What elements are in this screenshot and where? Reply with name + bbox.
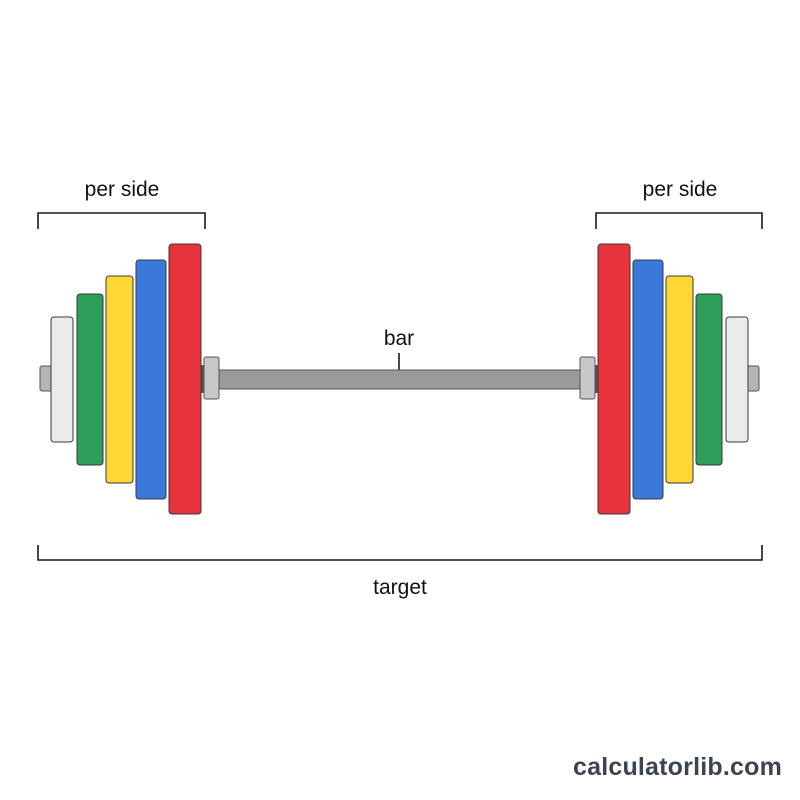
right-plate-green <box>695 293 723 466</box>
left-plate-red <box>168 243 202 515</box>
right-per-side-bracket <box>595 212 763 229</box>
left-plate-green <box>76 293 104 466</box>
left-collar <box>203 356 220 400</box>
left-per-side-label: per side <box>85 178 160 201</box>
left-plate-blue <box>135 259 167 500</box>
target-bracket <box>37 545 763 561</box>
right-collar <box>579 356 596 400</box>
right-plate-blue <box>632 259 664 500</box>
right-plate-yellow <box>665 275 694 484</box>
left-plate-white <box>50 316 74 443</box>
brand-watermark: calculatorlib.com <box>572 753 782 781</box>
bar-shaft <box>214 369 584 390</box>
left-plate-yellow <box>105 275 134 484</box>
right-plate-white <box>725 316 749 443</box>
right-per-side-label: per side <box>643 178 718 201</box>
left-per-side-bracket <box>37 212 206 229</box>
right-end-cap <box>746 365 760 392</box>
target-label: target <box>373 576 427 599</box>
left-sleeve-inner <box>198 365 206 393</box>
bar-label: bar <box>384 327 414 350</box>
right-plate-red <box>597 243 631 515</box>
right-sleeve-inner <box>593 365 601 393</box>
left-end-cap <box>39 365 53 392</box>
